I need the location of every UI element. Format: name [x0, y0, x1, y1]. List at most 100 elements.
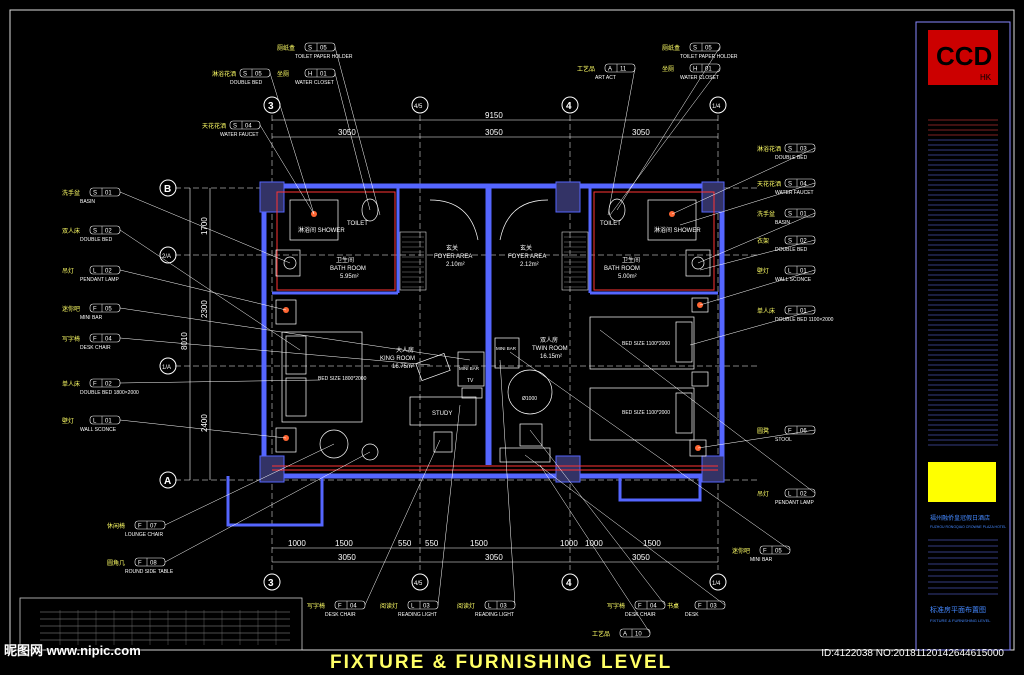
- leader-line: [164, 451, 371, 563]
- leader-line: [529, 429, 666, 606]
- tag-en-label: PENDANT LAMP: [775, 500, 814, 506]
- titleblock-frame: [915, 21, 1011, 651]
- logo-box: [928, 30, 998, 85]
- tag-box: [89, 225, 121, 235]
- mini-bar: [457, 351, 485, 387]
- king-room-area: 16.75m²: [392, 364, 414, 370]
- tag-num: 06: [800, 429, 807, 435]
- tag-en-label: TOILET PAPER HOLDER: [295, 54, 353, 60]
- leader-line: [119, 379, 321, 384]
- leader-line: [509, 351, 791, 551]
- leader-line: [119, 191, 291, 264]
- column: [555, 181, 581, 213]
- toilet-label: TOILET: [347, 221, 368, 227]
- drawing-title: FIXTURE & FURNISHING LEVEL: [330, 652, 673, 673]
- king-room-furniture: [275, 299, 485, 461]
- leader-line: [607, 67, 636, 216]
- pillow: [675, 321, 693, 363]
- tag-code: A: [623, 632, 627, 638]
- tag-en-label: ART ACT: [595, 75, 616, 81]
- dim-bottom: 1500: [335, 539, 353, 548]
- tag-en-label: MINI BAR: [80, 315, 103, 321]
- bath-room-cn: 卫生间: [622, 256, 640, 264]
- tag-box: [304, 42, 336, 52]
- tag-cn-label: 淋浴花洒: [212, 70, 236, 78]
- lounge-chair: [319, 429, 349, 459]
- tag-en-label: WATER FAUCET: [220, 132, 259, 138]
- tag-num: 04: [350, 604, 357, 610]
- tag-en-label: WATER CLOSET: [295, 80, 334, 86]
- tag-num: 07: [150, 524, 157, 530]
- tag-code: S: [93, 229, 97, 235]
- pillow: [285, 335, 307, 375]
- tag-cn-label: 坐厕: [277, 70, 289, 78]
- leader-line: [524, 454, 726, 606]
- tag-en-label: WALL SCONCE: [80, 427, 117, 433]
- tag-code: H: [308, 72, 312, 78]
- titleblock: CCD HK 福州融侨皇冠假日酒店 FUZHOU RONGQIAO CROWNE…: [928, 30, 1006, 623]
- tag-box: [784, 143, 816, 153]
- foyer-cn: 玄关: [446, 244, 458, 252]
- leader-line: [539, 464, 651, 634]
- sheet-name-en: FIXTURE & FURNISHING LEVEL: [930, 618, 991, 623]
- desk-chair: [433, 431, 453, 453]
- tag-num: 10: [635, 632, 642, 638]
- leader-line: [699, 239, 816, 271]
- stool: [689, 439, 707, 457]
- basin-bowl: [691, 256, 705, 270]
- tag-code: L: [488, 604, 492, 610]
- tag-cn-label: 淋浴花洒: [757, 145, 781, 153]
- grid-bubble-label: 4/5: [414, 581, 423, 587]
- leader-line: [437, 404, 461, 606]
- tag-num: 04: [650, 604, 657, 610]
- bath-room-en: BATH ROOM: [604, 266, 640, 272]
- tag-cn-label: 工艺品: [577, 65, 595, 73]
- desk: [409, 396, 477, 426]
- leader-line: [679, 182, 816, 226]
- tag-num: 04: [105, 337, 112, 343]
- leader-line: [334, 46, 381, 216]
- tag-box: [134, 557, 166, 567]
- tag-code: F: [698, 604, 702, 610]
- tag-code: S: [93, 191, 97, 197]
- twin-room-furniture: [494, 297, 709, 463]
- bath-fixtures: [275, 198, 711, 277]
- tag-cn-label: 厕纸盒: [662, 44, 680, 52]
- tag-box: [689, 63, 721, 73]
- tag-en-label: READING LIGHT: [475, 612, 514, 618]
- twin-room-en: TWIN ROOM: [532, 346, 568, 352]
- grid-bubble-label: 3: [268, 101, 274, 112]
- tag-cn-label: 休闲椅: [107, 522, 125, 530]
- tag-box: [604, 63, 636, 73]
- grid-bubble-label: 4/5: [414, 104, 423, 110]
- tag-num: 02: [105, 229, 112, 235]
- watermark-left: 昵图网 www.nipic.com: [4, 643, 141, 658]
- tag-cn-label: 阅读灯: [380, 602, 398, 610]
- thumbnail-frame: [19, 597, 303, 651]
- tag-code: L: [411, 604, 415, 610]
- mini-bar: [494, 337, 520, 369]
- tag-code: F: [93, 382, 97, 388]
- tag-box: [89, 333, 121, 343]
- nightstand: [275, 427, 297, 453]
- tag-box: [784, 305, 816, 315]
- tag-cn-label: 工艺品: [592, 630, 610, 638]
- foyer-cn: 玄关: [520, 244, 532, 252]
- tag-cn-label: 写字椅: [62, 335, 80, 343]
- tag-num: 03: [800, 147, 807, 153]
- basin: [275, 249, 301, 277]
- grid-bubble-label: 1/A: [162, 365, 171, 371]
- tag-num: 02: [105, 382, 112, 388]
- dimensions-top: [272, 119, 718, 138]
- tag-en-label: DESK CHAIR: [325, 612, 356, 618]
